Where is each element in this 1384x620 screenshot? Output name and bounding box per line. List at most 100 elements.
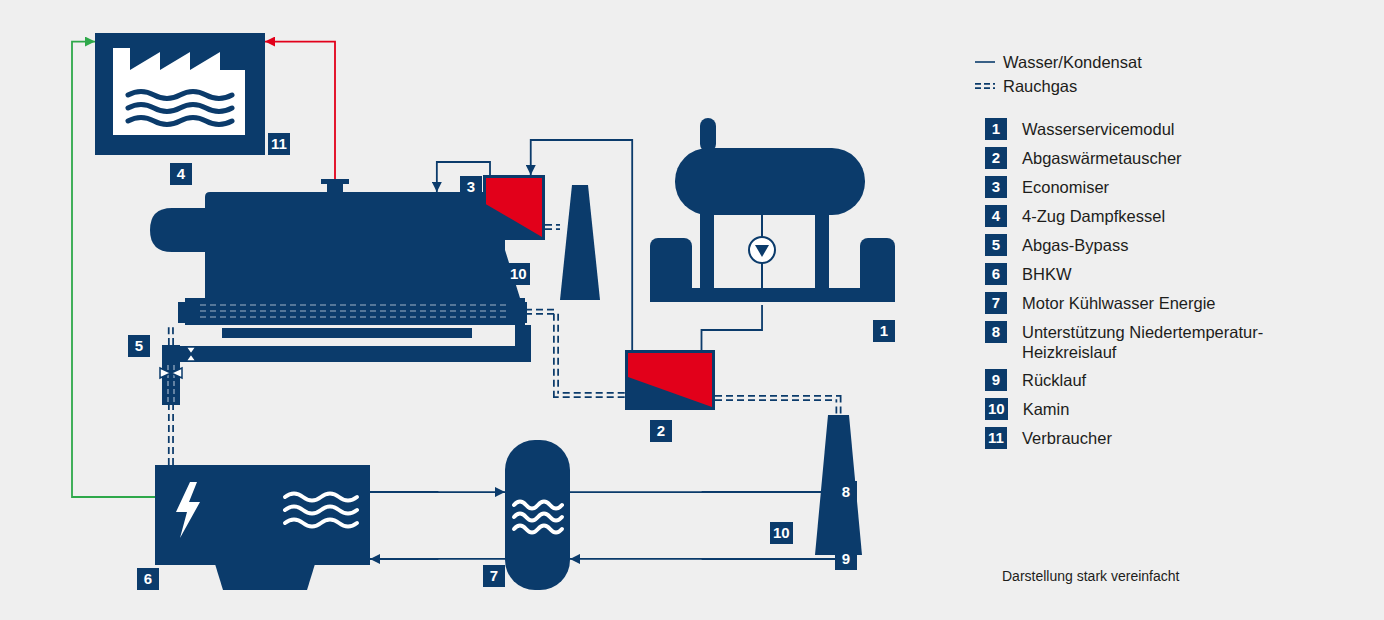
connector-path — [702, 305, 763, 350]
key-row: 2 Abgaswärmetauscher — [985, 147, 1312, 169]
callout-number: 9 — [985, 369, 1007, 391]
callout-number: 1 — [985, 118, 1007, 140]
water-line — [531, 140, 632, 350]
caption: Darstellung stark vereinfacht — [1002, 568, 1179, 584]
factory-consumer-part — [113, 48, 245, 135]
chp-unit-part — [176, 482, 200, 538]
water-line-sample — [975, 61, 995, 63]
economiser: 3 — [483, 175, 545, 240]
factory-consumer: 11 — [95, 33, 265, 155]
buffer-tank-part — [505, 440, 570, 590]
chp-unit-part — [285, 520, 357, 527]
flue-gas-gap — [525, 312, 625, 395]
steam-boiler-part — [150, 208, 206, 252]
exhaust-bypass-shape — [160, 325, 531, 405]
steam-boiler-part — [222, 328, 472, 338]
water-service-module-part — [815, 212, 829, 292]
callout-number: 11 — [985, 427, 1007, 449]
exhaust-bypass-part — [160, 368, 182, 378]
outlet-callout: 8 — [835, 481, 857, 503]
callout-number: 6 — [985, 263, 1007, 285]
chp-unit-part — [285, 507, 357, 514]
economiser-part — [483, 175, 545, 240]
key-text: Unterstützung Niedertemperatur-Heizkreis… — [1022, 321, 1312, 362]
chp-unit: 6 — [155, 465, 370, 565]
water-service-module-part — [650, 288, 895, 302]
factory-consumer-part — [128, 92, 232, 99]
chimney: 10 — [560, 185, 600, 300]
water-line — [370, 492, 505, 493]
exhaust-heat-exchanger-shape — [625, 350, 715, 410]
callout-number: 7 — [483, 565, 505, 587]
connector-path — [168, 325, 174, 345]
key-text: 4-Zug Dampfkessel — [1022, 205, 1165, 226]
water-service-module-part — [675, 148, 865, 215]
factory-consumer-drawing — [95, 33, 265, 155]
flue-gas-gap — [715, 398, 839, 415]
factory-consumer-part — [128, 118, 232, 125]
key-text: Kamin — [1023, 398, 1070, 419]
buffer-tank: 7 — [505, 440, 570, 590]
callout-number: 10 — [985, 398, 1008, 420]
key-text: Economiser — [1022, 176, 1109, 197]
key-text: Abgas-Bypass — [1022, 234, 1128, 255]
buffer-tank-part — [514, 502, 562, 509]
buffer-tank-shape — [505, 440, 570, 590]
key-text: Verbraucher — [1022, 427, 1112, 448]
chp-unit-part — [155, 465, 370, 565]
return-callout: 9 — [835, 548, 857, 570]
chimney-part — [815, 415, 862, 555]
flue-gas-gap — [170, 405, 173, 465]
steam-boiler-part — [178, 302, 186, 323]
chp-unit-part — [215, 564, 315, 590]
callout-number: 9 — [835, 548, 857, 570]
water-service-module-part — [700, 212, 714, 292]
exhaust-bypass-part — [162, 346, 531, 362]
buffer-tank-drawing — [505, 440, 570, 590]
exhaust-bypass-part — [168, 365, 174, 405]
water-service-module: 1 — [645, 115, 900, 305]
callout-number: 4 — [985, 205, 1007, 227]
flue-gas-line — [715, 398, 839, 415]
chp-unit-drawing — [155, 465, 370, 565]
callout-number: 1 — [873, 320, 895, 342]
component-key: 1Wasserservicemodul2Abgaswärmetauscher3E… — [985, 118, 1312, 449]
callout-number: 2 — [650, 420, 672, 442]
water-line — [265, 42, 335, 192]
key-text: BHKW — [1022, 263, 1072, 284]
legend: Wasser/KondensatRauchgas — [975, 50, 1142, 98]
water-service-module-part — [755, 245, 769, 257]
exhaust-heat-exchanger-part — [625, 350, 715, 410]
callout-number: 11 — [268, 133, 290, 155]
connector-path — [265, 42, 335, 192]
buffer-tank-part — [514, 514, 562, 521]
flue-gas-sample — [975, 83, 995, 89]
legend-sample — [975, 56, 995, 68]
exhaust-bypass: 5 — [125, 345, 200, 405]
water-line — [570, 492, 835, 493]
connector-path — [370, 491, 505, 493]
key-text: Abgaswärmetauscher — [1022, 147, 1182, 168]
legend-text: Wasser/Kondensat — [1003, 53, 1142, 72]
callout-number: 8 — [835, 481, 857, 503]
water-service-module-drawing — [645, 115, 900, 305]
connector-path — [570, 558, 835, 560]
connector-path — [545, 224, 560, 230]
chimney-shape — [815, 415, 862, 555]
callout-number: 2 — [985, 147, 1007, 169]
connector-path — [715, 398, 839, 415]
connector-path — [570, 491, 835, 493]
buffer-tank-part — [514, 526, 562, 533]
callout-number: 5 — [985, 234, 1007, 256]
connector-path — [531, 140, 632, 350]
chp-unit-shape — [155, 465, 370, 590]
key-row: 8Unterstützung Niedertemperatur-Heizkrei… — [985, 321, 1312, 362]
exhaust-heat-exchanger: 2 — [625, 350, 715, 410]
key-text: Rücklauf — [1022, 369, 1086, 390]
flue-gas-gap — [545, 226, 560, 229]
connector-path — [525, 312, 625, 395]
factory-consumer-part — [128, 105, 232, 112]
water-line — [702, 305, 763, 350]
water-line — [370, 558, 505, 559]
callout-number: 7 — [985, 292, 1007, 314]
